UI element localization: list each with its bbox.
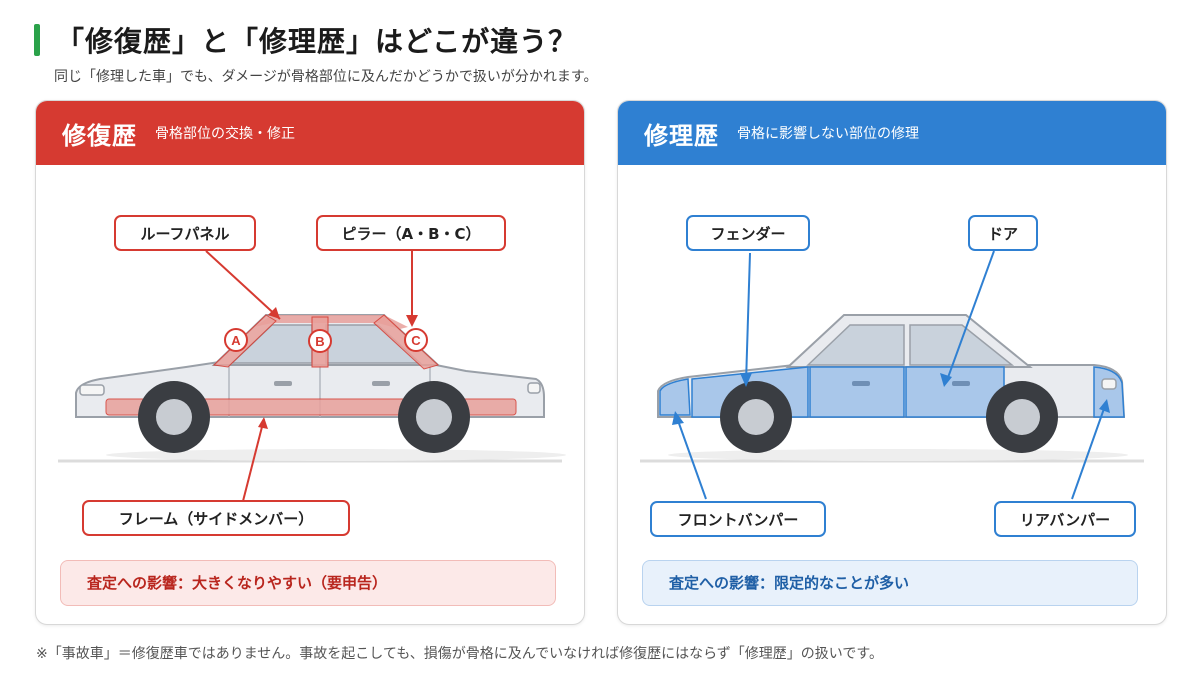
fix-history-title: 修理歴: [644, 121, 719, 150]
rear-bumper-leader-line: [1071, 402, 1107, 500]
callout-front-bumper: フロントバンパー: [650, 501, 826, 537]
callout-roof-panel: ルーフパネル: [114, 215, 256, 251]
taillight: [1101, 378, 1117, 390]
roof-panel-highlight: [254, 315, 408, 329]
door-handle-rear: [372, 381, 390, 386]
pillar-marker-a: A: [224, 328, 248, 352]
frame-leader-line: [241, 418, 265, 506]
repair-history-diagram: A B C ルーフパネル ピラー（A・B・C） フレーム（サイドメンバー） 査定…: [36, 165, 584, 624]
door-handle-rear: [952, 381, 970, 386]
front-window: [806, 324, 905, 366]
headlight: [79, 384, 105, 396]
callout-fender: フェンダー: [686, 215, 810, 251]
door-leader-line: [945, 250, 995, 384]
svg-text:A: A: [231, 333, 241, 348]
footnote: ※「事故車」＝修復歴車ではありません。事故を起こしても、損傷が骨格に及んでいなけ…: [36, 646, 883, 662]
front-door-highlight: [809, 366, 905, 418]
fix-history-diagram: フェンダー ドア フロントバンパー リアバンパー 査定への影響：限定的なことが多…: [618, 165, 1166, 624]
callout-door: ドア: [968, 215, 1038, 251]
title-accent-bar: [34, 24, 40, 56]
page-title: 「修復歴」と「修理歴」はどこが違う？: [56, 25, 578, 58]
fender-leader-line: [745, 252, 751, 384]
fix-history-panel: 修理歴 骨格に影響しない部位の修理: [617, 100, 1167, 625]
fix-history-subtitle: 骨格に影響しない部位の修理: [737, 126, 919, 142]
callout-rear-bumper: リアバンパー: [994, 501, 1136, 537]
front-bumper-leader-line: [675, 414, 707, 500]
pillar-marker-b: B: [308, 329, 332, 353]
repair-history-subtitle: 骨格部位の交換・修正: [155, 126, 295, 142]
door-handle-front: [852, 381, 870, 386]
callout-frame: フレーム（サイドメンバー）: [82, 500, 350, 536]
repair-history-panel: 修復歴 骨格部位の交換・修正: [35, 100, 585, 625]
rear-bumper-highlight: [1093, 366, 1125, 418]
door-handle-front: [274, 381, 292, 386]
callout-pillar: ピラー（A・B・C）: [316, 215, 506, 251]
svg-text:B: B: [315, 334, 324, 349]
fix-history-header: 修理歴 骨格に影響しない部位の修理: [618, 101, 1166, 165]
page-subtitle: 同じ「修理した車」でも、ダメージが骨格部位に及んだかどうかで扱いが分かれます。: [54, 69, 598, 85]
taillight: [527, 382, 541, 394]
repair-history-header: 修復歴 骨格部位の交換・修正: [36, 101, 584, 165]
car-shadow: [106, 449, 566, 461]
rear-window: [909, 324, 1015, 366]
roof-leader-line: [205, 250, 281, 320]
fix-history-impact: 査定への影響：限定的なことが多い: [642, 560, 1138, 606]
repair-history-title: 修復歴: [62, 121, 137, 150]
repair-history-impact: 査定への影響：大きくなりやすい（要申告）: [60, 560, 556, 606]
front-bumper-highlight: [659, 378, 691, 416]
pillar-marker-c: C: [404, 328, 428, 352]
car-shadow: [668, 449, 1128, 461]
svg-text:C: C: [411, 333, 421, 348]
car-illustration-right: [640, 250, 1144, 500]
car-illustration-left: A B C: [58, 250, 566, 506]
